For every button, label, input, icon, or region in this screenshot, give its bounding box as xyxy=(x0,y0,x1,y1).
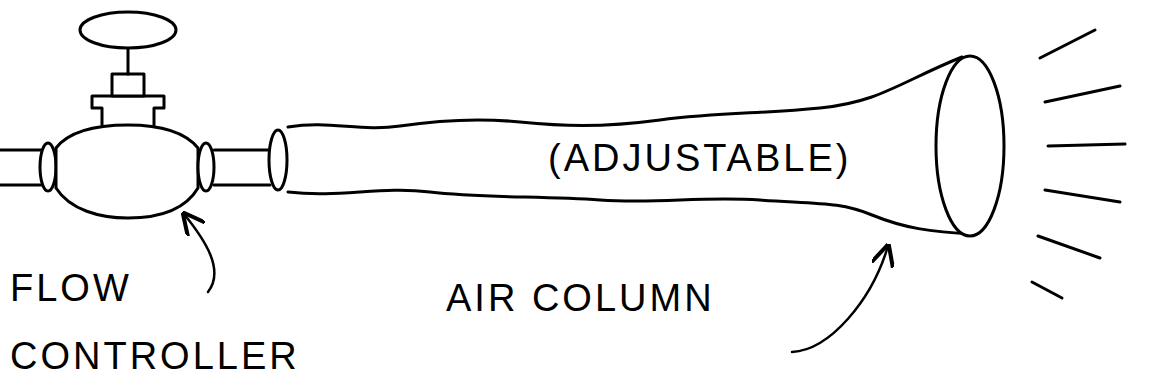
sound-lines xyxy=(1032,30,1125,298)
inlet-pipe xyxy=(0,143,56,191)
part-label: FLOW CONTROLLER xyxy=(10,254,300,390)
part-label: AIR COLUMN xyxy=(446,264,715,332)
connecting-pipe xyxy=(214,130,287,190)
leader-arrow xyxy=(184,214,214,292)
inner-label: (ADJUSTABLE) xyxy=(548,124,851,192)
leader-arrow xyxy=(792,246,888,352)
air-column-tube xyxy=(288,56,1004,236)
valve-symbol xyxy=(56,12,214,218)
